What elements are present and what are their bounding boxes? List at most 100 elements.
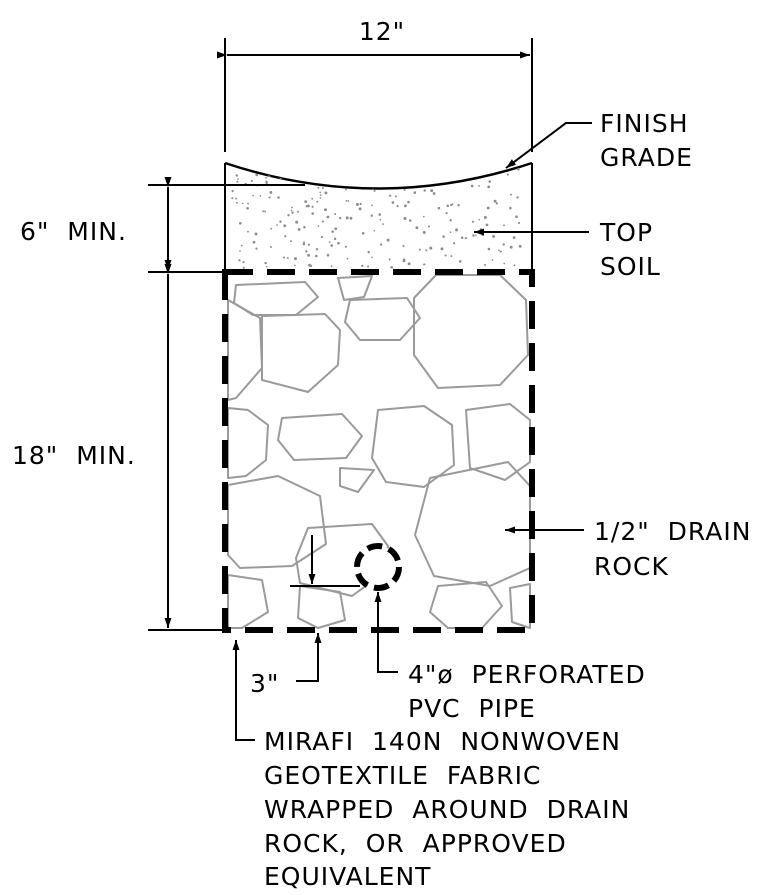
soil-dot — [242, 261, 245, 264]
soil-dot — [462, 171, 465, 174]
soil-dot — [402, 258, 406, 261]
soil-dot — [235, 197, 238, 200]
soil-dot — [269, 190, 273, 194]
soil-dot — [287, 214, 290, 217]
width-dimension — [217, 38, 533, 152]
soil-dot — [460, 236, 464, 239]
soil-dot — [317, 186, 320, 189]
soil-dot — [515, 215, 518, 219]
soil-dot — [290, 209, 293, 212]
soil-dot — [359, 202, 362, 206]
soil-dot — [303, 241, 305, 243]
finish-grade-callout: FINISH GRADE — [600, 109, 692, 172]
svg-text:WRAPPED AROUND DRAIN: WRAPPED AROUND DRAIN — [264, 795, 630, 824]
svg-text:TOP: TOP — [599, 218, 653, 247]
soil-dot — [427, 225, 431, 228]
soil-dot — [303, 225, 306, 229]
soil-dot — [270, 227, 273, 230]
soil-dot — [236, 180, 239, 183]
soil-dot — [309, 264, 313, 268]
soil-dot — [516, 196, 519, 199]
soil-dot — [434, 175, 437, 178]
svg-text:MIRAFI 140N NONWOVEN: MIRAFI 140N NONWOVEN — [264, 727, 621, 756]
soil-dot — [382, 223, 384, 225]
soil-dot — [478, 185, 480, 187]
soil-dot — [241, 202, 244, 205]
soil-dot — [431, 178, 433, 180]
soil-dot — [240, 244, 243, 247]
soil-dot — [512, 236, 516, 239]
drain-rock-pattern — [227, 274, 531, 629]
soil-dot — [284, 235, 287, 238]
soil-dot — [446, 204, 449, 208]
svg-text:ROCK: ROCK — [594, 552, 669, 581]
soil-dot — [422, 215, 425, 218]
soil-dot — [231, 189, 234, 193]
topsoil-depth-dimension — [148, 177, 305, 273]
soil-dot — [239, 250, 241, 252]
leader-lines — [232, 122, 592, 741]
soil-dot — [319, 194, 322, 196]
soil-dot — [246, 207, 249, 210]
soil-dot — [445, 212, 448, 215]
pvc-pipe-callout: 4"ø PERFORATED PVC PIPE — [408, 660, 646, 723]
soil-dot — [330, 265, 333, 268]
soil-dot — [419, 181, 422, 185]
soil-dot — [391, 201, 395, 204]
soil-dot — [307, 253, 311, 257]
soil-dot — [305, 250, 308, 253]
soil-dot — [361, 231, 365, 235]
soil-dot — [344, 245, 347, 248]
soil-dot — [390, 176, 394, 179]
soil-dot — [422, 230, 426, 234]
soil-dot — [409, 177, 412, 180]
soil-dot — [483, 216, 487, 219]
soil-dot — [286, 256, 289, 259]
soil-dot — [268, 196, 271, 199]
soil-dot — [437, 206, 441, 210]
soil-dot — [331, 230, 334, 233]
soil-dot — [279, 220, 282, 223]
soil-dot — [328, 241, 331, 243]
soil-dot — [330, 244, 333, 247]
soil-dot — [283, 224, 287, 228]
soil-dot — [499, 250, 502, 253]
rock-depth-dimension — [148, 264, 225, 631]
soil-dot — [408, 219, 412, 222]
soil-dot — [255, 247, 258, 250]
soil-dot — [302, 242, 306, 246]
soil-dot — [398, 172, 400, 174]
soil-dot — [407, 262, 411, 266]
soil-dot — [247, 230, 249, 233]
pipe-offset-dimension — [290, 535, 360, 682]
soil-dot — [418, 248, 421, 251]
soil-dot — [509, 193, 512, 196]
drain-rock-callout: 1/2" DRAIN ROCK — [594, 517, 750, 581]
soil-dot — [388, 194, 392, 197]
soil-dot — [324, 208, 327, 212]
soil-dot — [429, 246, 433, 250]
soil-dot — [371, 256, 373, 259]
soil-dot — [370, 214, 373, 217]
soil-dot — [252, 240, 256, 244]
top-soil-callout: TOP SOIL — [599, 218, 661, 281]
soil-dot — [324, 191, 328, 195]
soil-dot — [367, 265, 370, 268]
soil-dot — [264, 210, 267, 213]
soil-dot — [423, 189, 426, 192]
soil-dot — [282, 256, 286, 259]
svg-text:4"ø PERFORATED: 4"ø PERFORATED — [408, 660, 646, 689]
svg-text:SOIL: SOIL — [600, 252, 661, 281]
soil-dot — [295, 220, 299, 224]
soil-dot — [457, 204, 460, 207]
soil-dot — [450, 203, 453, 207]
soil-dot — [238, 221, 242, 225]
pipe-offset-label: 3" — [250, 669, 279, 698]
soil-dot — [464, 236, 468, 240]
soil-dot — [235, 201, 238, 204]
soil-dot — [231, 197, 234, 200]
soil-dot — [481, 234, 484, 237]
soil-dot — [307, 204, 310, 208]
soil-dot — [432, 192, 436, 195]
soil-dot — [345, 216, 349, 220]
